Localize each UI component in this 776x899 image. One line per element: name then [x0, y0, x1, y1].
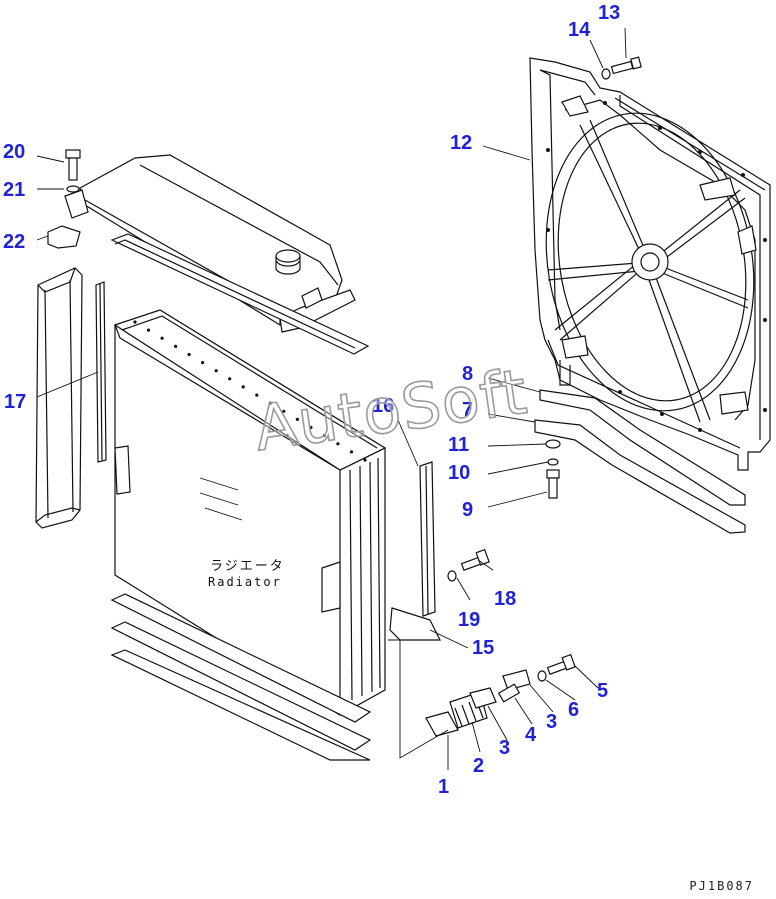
rivet-dot [241, 385, 245, 389]
bolt-13 [610, 56, 642, 75]
bolt-5 [546, 653, 576, 675]
side-support-17 [35, 267, 83, 529]
rivet-dot [282, 409, 286, 413]
rivet-dot [295, 417, 299, 421]
washer-6 [537, 670, 547, 682]
part-label-5: 5 [597, 680, 609, 702]
radiator-label-en: Radiator [208, 575, 282, 589]
rivet-dot [336, 442, 340, 446]
part-label-8: 8 [462, 363, 474, 385]
bracket-22 [47, 225, 81, 249]
plate-3b [502, 669, 531, 691]
bolt-20 [65, 149, 81, 181]
washer-14 [601, 68, 611, 80]
spacer-4 [497, 683, 521, 703]
part-label-11: 11 [448, 434, 470, 456]
rivet-dot [187, 352, 191, 357]
side-strip [95, 281, 107, 463]
part-label-1: 1 [438, 776, 450, 798]
washer-21 [66, 185, 80, 193]
rivet-dot [160, 336, 164, 340]
stay-8 [539, 389, 746, 506]
part-label-3a: 3 [499, 737, 511, 759]
radiator-core [113, 309, 387, 716]
part-label-17: 17 [4, 391, 27, 413]
rivet-dot [228, 377, 232, 381]
part-label-10: 10 [448, 462, 471, 484]
part-label-6: 6 [568, 699, 580, 721]
rivet-dot [363, 458, 367, 462]
fan-shroud [529, 57, 771, 471]
part-label-2: 2 [473, 755, 485, 777]
rivet-dot [201, 361, 205, 365]
core-dots [133, 320, 367, 462]
part-label-3b: 3 [546, 711, 558, 733]
washer-10 [547, 458, 559, 466]
part-label-16: 16 [372, 395, 395, 417]
rivet-dot [268, 401, 272, 405]
rivet-dot [214, 369, 218, 373]
rivet-dot [309, 425, 313, 430]
part-label-15: 15 [472, 637, 495, 659]
rivet-dot [133, 320, 137, 324]
bolt-18 [460, 548, 490, 571]
bolt-9 [546, 469, 560, 499]
upper-tank [64, 154, 356, 333]
part-label-7: 7 [462, 399, 474, 421]
part-label-21: 21 [3, 179, 26, 201]
part-label-14: 14 [568, 19, 591, 41]
plate-1 [425, 711, 459, 737]
part-label-19: 19 [458, 609, 481, 631]
part-label-22: 22 [3, 231, 26, 253]
rivet-dot [146, 328, 151, 332]
plate-3a [469, 687, 497, 709]
washer-11 [545, 439, 561, 449]
rivet-dot [349, 450, 354, 454]
bracket-16 [419, 461, 436, 617]
part-label-4: 4 [525, 724, 537, 746]
bottom-plates [110, 593, 372, 761]
stay-7 [534, 419, 746, 534]
part-label-12: 12 [450, 132, 473, 154]
rivet-dot [322, 434, 326, 438]
reference-code: PJ1B087 [689, 879, 754, 893]
part-label-13: 13 [598, 2, 621, 24]
bracket-15 [389, 607, 441, 641]
washer-19 [447, 570, 457, 582]
part-label-9: 9 [462, 499, 474, 521]
leader-lines [36, 27, 627, 770]
part-label-20: 20 [3, 141, 26, 163]
rivet-dot [174, 344, 178, 348]
rivet-dot [255, 393, 259, 397]
radiator-label-jp: ラジエータ [210, 558, 285, 573]
part-label-18: 18 [494, 588, 517, 610]
